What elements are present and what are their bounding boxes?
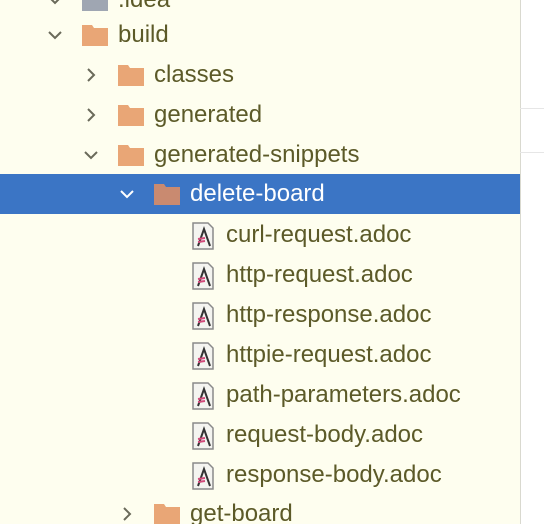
tree-item-label: generated-snippets [154,141,360,168]
asciidoc-file-icon [192,342,216,370]
tree-item-build[interactable]: build [0,15,520,55]
folder-icon [82,0,108,11]
tree-item-http-request[interactable]: http-request.adoc [0,255,520,295]
panel-divider[interactable] [520,0,521,524]
editor-panel-edge [520,0,544,524]
tree-item-label: http-request.adoc [226,261,413,288]
tree-item-label: classes [154,61,235,88]
asciidoc-file-icon [192,302,216,330]
tree-item-path-parameters[interactable]: path-parameters.adoc [0,375,520,415]
chevron-down-icon[interactable] [47,0,63,8]
asciidoc-file-icon [192,262,216,290]
tree-item-label: delete-board [190,180,325,207]
tree-item-curl-request[interactable]: curl-request.adoc [0,215,520,255]
tree-item-label: curl-request.adoc [226,221,412,248]
tree-item-delete-board[interactable]: delete-board [0,174,520,214]
tree-item-label: build [118,21,169,48]
tree-item-label: get-board [190,500,293,524]
chevron-right-icon[interactable] [119,506,135,522]
tree-item-response-body[interactable]: response-body.adoc [0,455,520,495]
tree-item-classes[interactable]: classes [0,55,520,95]
folder-icon [154,184,180,205]
tree-item-request-body[interactable]: request-body.adoc [0,415,520,455]
tree-item-httpie-request[interactable]: httpie-request.adoc [0,335,520,375]
asciidoc-file-icon [192,222,216,250]
tree-item-http-response[interactable]: http-response.adoc [0,295,520,335]
chevron-down-icon[interactable] [83,147,99,163]
tree-item-label: http-response.adoc [226,301,432,328]
tree-item-label: .idea [118,0,170,20]
tree-item-idea[interactable]: .idea [0,0,520,20]
tree-item-generated[interactable]: generated [0,95,520,135]
chevron-down-icon[interactable] [119,186,135,202]
chevron-down-icon[interactable] [47,27,63,43]
tree-item-label: request-body.adoc [226,421,424,448]
asciidoc-file-icon [192,462,216,490]
chevron-right-icon[interactable] [83,67,99,83]
folder-icon [82,25,108,46]
asciidoc-file-icon [192,382,216,410]
project-tree: .idea build classes generated [0,0,520,524]
tree-item-label: httpie-request.adoc [226,341,432,368]
asciidoc-file-icon [192,422,216,450]
tree-item-get-board[interactable]: get-board [0,494,520,524]
folder-icon [118,105,144,126]
folder-icon [154,504,180,524]
tree-item-label: generated [154,101,263,128]
chevron-right-icon[interactable] [83,107,99,123]
tree-item-generated-snippets[interactable]: generated-snippets [0,135,520,175]
tree-item-label: path-parameters.adoc [226,381,461,408]
editor-tab-divider [520,152,544,153]
folder-icon [118,65,144,86]
folder-icon [118,145,144,166]
tree-item-label: response-body.adoc [226,461,442,488]
editor-tab-divider [520,108,544,109]
